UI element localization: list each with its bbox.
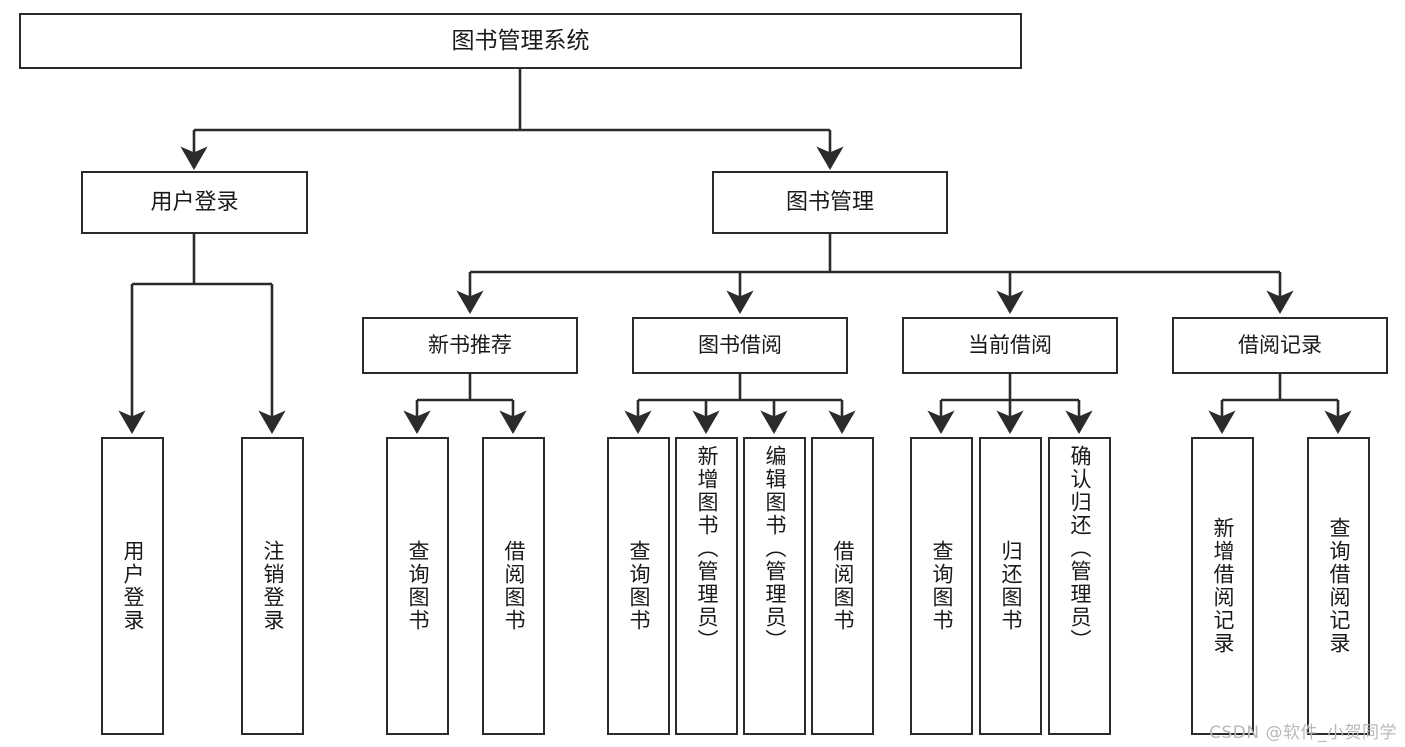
node-user-login[interactable]: 用户登录 xyxy=(81,171,308,234)
node-label: 查询借阅记录 xyxy=(1327,517,1351,655)
node-label: 查询图书 xyxy=(627,540,651,632)
node-label: 图书管理系统 xyxy=(451,27,590,54)
node-label: 编辑图书（管理员） xyxy=(763,445,787,652)
node-label: 新增图书（管理员） xyxy=(695,445,719,652)
leaf-user-login[interactable]: 用户登录 xyxy=(101,437,164,735)
node-label: 新增借阅记录 xyxy=(1211,517,1235,655)
node-current-borrow[interactable]: 当前借阅 xyxy=(902,317,1118,374)
leaf-borrow-book-recommend[interactable]: 借阅图书 xyxy=(482,437,545,735)
leaf-add-book-admin[interactable]: 新增图书（管理员） xyxy=(675,437,738,735)
node-book-borrow[interactable]: 图书借阅 xyxy=(632,317,848,374)
leaf-query-book-borrow[interactable]: 查询图书 xyxy=(607,437,670,735)
node-label: 当前借阅 xyxy=(968,333,1052,358)
leaf-borrow-book-borrow[interactable]: 借阅图书 xyxy=(811,437,874,735)
leaf-return-book[interactable]: 归还图书 xyxy=(979,437,1042,735)
node-new-book-recommend[interactable]: 新书推荐 xyxy=(362,317,578,374)
node-label: 图书管理 xyxy=(785,189,874,215)
node-borrow-record[interactable]: 借阅记录 xyxy=(1172,317,1388,374)
leaf-query-book-recommend[interactable]: 查询图书 xyxy=(386,437,449,735)
node-label: 借阅记录 xyxy=(1238,333,1322,358)
node-label: 确认归还（管理员） xyxy=(1068,445,1092,652)
node-label: 用户登录 xyxy=(121,540,145,632)
leaf-logout-login[interactable]: 注销登录 xyxy=(241,437,304,735)
leaf-add-borrow-record[interactable]: 新增借阅记录 xyxy=(1191,437,1254,735)
csdn-watermark: CSDN @软件_小贺同学 xyxy=(1209,723,1397,743)
node-book-management[interactable]: 图书管理 xyxy=(712,171,948,234)
leaf-confirm-return-admin[interactable]: 确认归还（管理员） xyxy=(1048,437,1111,735)
node-label: 查询图书 xyxy=(930,540,954,632)
node-label: 新书推荐 xyxy=(428,333,512,358)
node-label: 借阅图书 xyxy=(502,540,526,632)
node-label: 借阅图书 xyxy=(831,540,855,632)
node-label: 归还图书 xyxy=(999,540,1023,632)
node-label: 注销登录 xyxy=(261,540,285,632)
leaf-query-book-current[interactable]: 查询图书 xyxy=(910,437,973,735)
leaf-edit-book-admin[interactable]: 编辑图书（管理员） xyxy=(743,437,806,735)
node-root-book-management-system[interactable]: 图书管理系统 xyxy=(19,13,1022,69)
node-label: 查询图书 xyxy=(406,540,430,632)
leaf-query-borrow-record[interactable]: 查询借阅记录 xyxy=(1307,437,1370,735)
node-label: 图书借阅 xyxy=(698,333,782,358)
node-label: 用户登录 xyxy=(150,189,239,215)
